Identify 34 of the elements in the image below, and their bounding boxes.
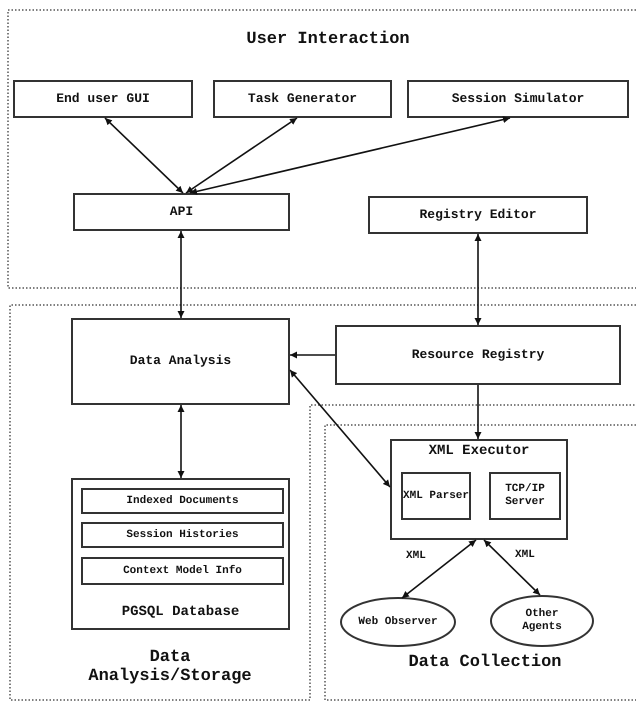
- process-box: XML Parser: [401, 472, 471, 520]
- agent-ellipse: [490, 595, 594, 647]
- process-box: Resource Registry: [335, 325, 621, 385]
- arrow: [474, 385, 482, 439]
- arrow: [178, 231, 184, 318]
- arrow: [186, 117, 298, 194]
- arrow: [104, 117, 184, 194]
- box-title: XML Executor: [428, 443, 530, 460]
- arrow: [402, 539, 476, 599]
- process-box: Session Histories: [81, 522, 284, 548]
- region-title: Data Analysis/Storage: [87, 648, 253, 686]
- arrow: [289, 369, 391, 488]
- component-box: [390, 439, 568, 540]
- process-box: Session Simulator: [407, 80, 629, 118]
- process-box: End user GUI: [13, 80, 193, 118]
- agent-ellipse: [340, 597, 456, 647]
- database-box: [71, 478, 290, 630]
- arrow: [290, 352, 335, 358]
- node-label: Other Agents: [521, 608, 563, 634]
- arrow: [190, 116, 510, 195]
- process-box: Task Generator: [213, 80, 392, 118]
- arrow: [178, 405, 184, 478]
- arrow: [483, 539, 541, 596]
- process-box: Context Model Info: [81, 557, 284, 585]
- node-label: Web Observer: [357, 616, 439, 628]
- region-title: Data Collection: [407, 653, 563, 672]
- process-box: TCP/IP Server: [489, 472, 561, 520]
- box-title: PGSQL Database: [120, 604, 240, 620]
- process-box: API: [73, 193, 290, 231]
- process-box: Indexed Documents: [81, 488, 284, 514]
- arrow: [474, 234, 482, 325]
- region-title: User Interaction: [245, 30, 411, 49]
- process-box: Data Analysis: [71, 318, 290, 405]
- process-box: Registry Editor: [368, 196, 588, 234]
